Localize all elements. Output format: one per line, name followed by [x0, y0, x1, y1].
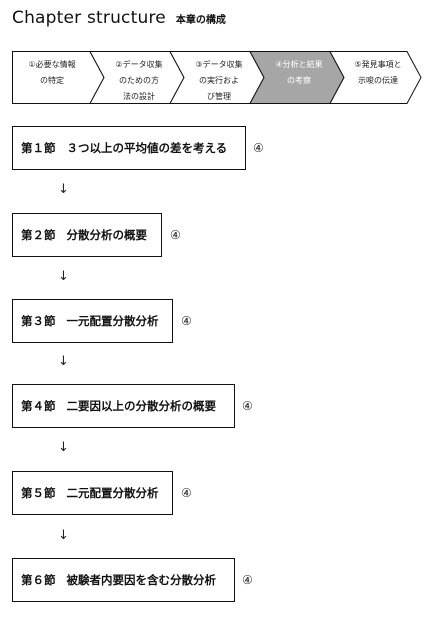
down-arrow-icon: ↓ — [58, 269, 69, 284]
section-title: ３つ以上の平均値の差を考える — [66, 141, 228, 155]
section-title: 分散分析の概要 — [66, 228, 148, 242]
section-box-6: 第６節 被験者内要因を含む分散分析 — [12, 558, 235, 602]
section-step-mark: ④ — [170, 228, 181, 242]
section-number: 第６節 — [21, 573, 56, 587]
section-title: 一元配置分散分析 — [66, 314, 159, 328]
section-number: 第２節 — [21, 228, 56, 242]
section-box-2: 第２節 分散分析の概要 — [12, 213, 162, 257]
down-arrow-icon: ↓ — [58, 528, 69, 543]
section-box-5: 第５節 二元配置分散分析 — [12, 471, 173, 515]
section-step-mark: ④ — [242, 573, 253, 587]
down-arrow-icon: ↓ — [58, 182, 69, 197]
flow-step-shape-5 — [329, 51, 422, 104]
section-step-mark: ④ — [253, 141, 264, 155]
section-number: 第３節 — [21, 314, 56, 328]
section-title: 被験者内要因を含む分散分析 — [66, 573, 217, 587]
section-number: 第５節 — [21, 486, 56, 500]
section-number: 第４節 — [21, 399, 56, 413]
section-step-mark: ④ — [242, 399, 253, 413]
section-number: 第１節 — [21, 141, 56, 155]
flow-step-label-1: ①必要な情報 の特定 — [28, 60, 76, 85]
section-title: 二元配置分散分析 — [66, 486, 159, 500]
process-flow-arrows — [12, 51, 422, 104]
process-flow: ①必要な情報 の特定 ②データ収集 のための方 法の設計 ③データ収集 の実行お… — [12, 51, 422, 104]
down-arrow-icon: ↓ — [58, 354, 69, 369]
flow-step-label-5: ⑤発見事項と 示唆の伝達 — [354, 60, 402, 85]
section-box-4: 第４節 二要因以上の分散分析の概要 — [12, 384, 235, 428]
chapter-title-japanese: 本章の構成 — [175, 15, 226, 26]
flow-step-label-2: ②データ収集 のための方 法の設計 — [115, 60, 163, 101]
flow-step-label-3: ③データ収集 の実行およ び管理 — [195, 60, 243, 101]
down-arrow-icon: ↓ — [58, 440, 69, 455]
section-step-mark: ④ — [181, 314, 192, 328]
section-box-1: 第１節 ３つ以上の平均値の差を考える — [12, 126, 246, 170]
flow-step-label-4: ④分析と結果 の考察 — [275, 60, 323, 85]
section-step-mark: ④ — [181, 486, 192, 500]
section-title: 二要因以上の分散分析の概要 — [66, 399, 217, 413]
chapter-title: Chapter structure 本章の構成 — [12, 8, 226, 36]
section-box-3: 第３節 一元配置分散分析 — [12, 299, 173, 343]
chapter-title-english: Chapter structure — [12, 8, 166, 28]
